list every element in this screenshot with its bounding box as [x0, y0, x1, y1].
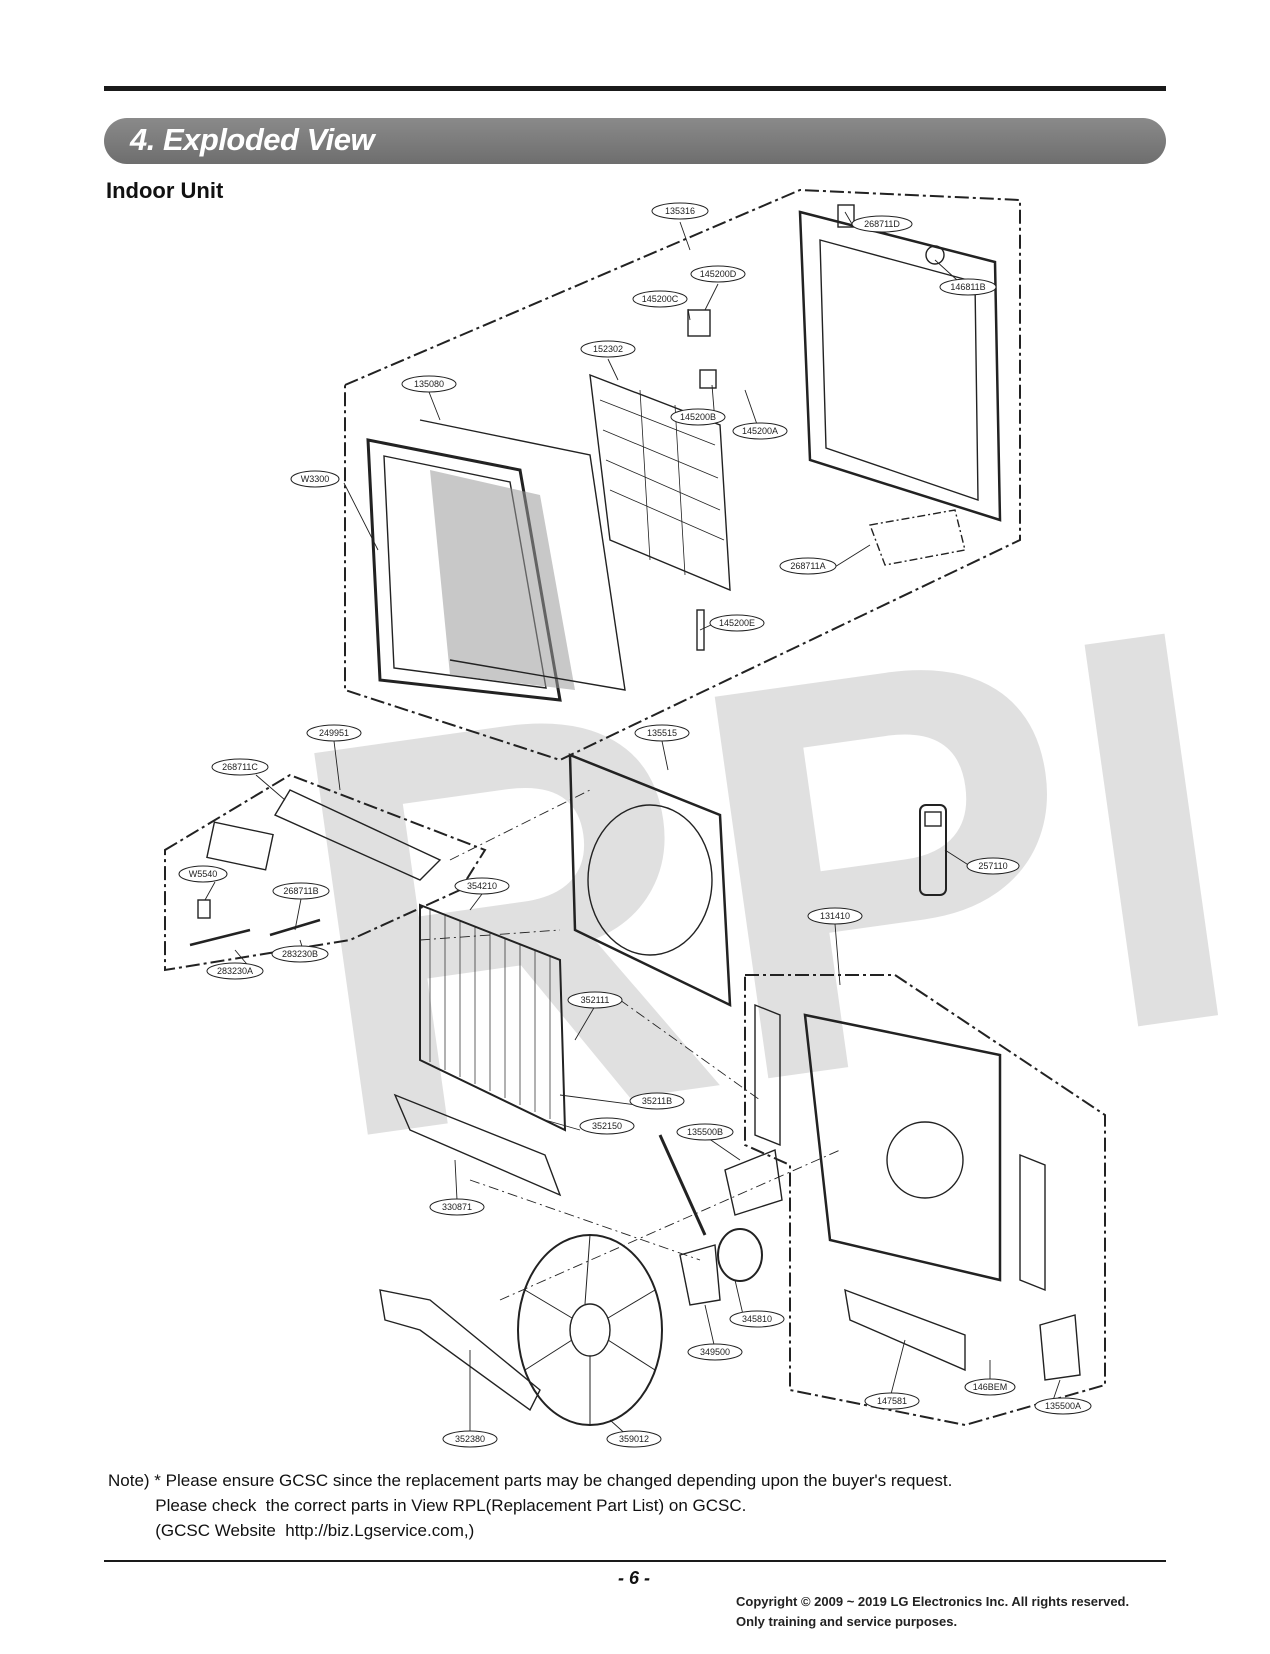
exploded-view-diagram: RPI: [164, 188, 1270, 1448]
callout-135080: 135080: [414, 379, 444, 389]
shaft: [658, 1134, 707, 1236]
callout-145200a: 145200A: [742, 426, 778, 436]
part-135500a: [1039, 1314, 1081, 1381]
copyright-line: Copyright © 2009 ~ 2019 LG Electronics I…: [736, 1594, 1130, 1609]
callout-147581: 147581: [877, 1396, 907, 1406]
fan-motor: [717, 1228, 763, 1282]
callout-145200d: 145200D: [700, 269, 737, 279]
part-268711d: [837, 204, 855, 228]
callout-145200c: 145200C: [642, 294, 679, 304]
callout-352150: 352150: [592, 1121, 622, 1131]
motor-mount: [886, 1121, 964, 1199]
part-145200d: [687, 309, 711, 337]
callout-146bem: 146BEM: [973, 1382, 1008, 1392]
callout-283230b: 283230B: [282, 949, 318, 959]
heat-exchanger: [419, 903, 567, 1132]
callout-249951: 249951: [319, 728, 349, 738]
control-box: [273, 789, 442, 881]
motor-bracket: [679, 1244, 721, 1306]
watermark: RPI: [260, 508, 1270, 1258]
section-banner: 4. Exploded View: [104, 118, 1166, 164]
callout-352111: 352111: [581, 995, 610, 1005]
fan-shroud: [568, 753, 732, 1008]
rear-frame: [798, 210, 1002, 522]
callout-330871: 330871: [442, 1202, 472, 1212]
side-panel: [754, 1003, 781, 1147]
group-outline-chassis: [744, 974, 1106, 1427]
callout-268711b: 268711B: [283, 886, 318, 896]
callout-352380: 352380: [455, 1434, 485, 1444]
part-145200b: [699, 369, 717, 389]
part-135500b: [724, 1149, 783, 1216]
callout-345810: 345810: [742, 1314, 772, 1324]
part-146811b: [925, 245, 945, 265]
callout-w3300: W3300: [301, 474, 330, 484]
filter: [589, 373, 731, 592]
callout-135515: 135515: [647, 728, 677, 738]
note-line: (GCSC Website http://biz.Lgservice.com,): [108, 1521, 475, 1540]
drain-pan: [393, 1093, 562, 1197]
callout-152302: 152302: [593, 344, 623, 354]
callout-labels: 135316 268711D 145200D 146811B 145200C 1…: [178, 202, 1092, 1448]
callout-268711d: 268711D: [864, 219, 900, 229]
callout-359012: 359012: [619, 1434, 649, 1444]
callout-283230a: 283230A: [217, 966, 253, 976]
side-panel-right: [1019, 1153, 1046, 1292]
callout-131410: 131410: [820, 911, 850, 921]
part-w5540: [197, 899, 211, 919]
part-145200e: [696, 609, 705, 651]
callout-268711a: 268711A: [790, 561, 825, 571]
callout-145200b: 145200B: [680, 412, 716, 422]
bottom-rule: [104, 1560, 1166, 1562]
front-panel: [366, 438, 562, 702]
note: Note) * Please ensure GCSC since the rep…: [108, 1468, 952, 1543]
callout-135316: 135316: [665, 206, 695, 216]
vane: [844, 1288, 966, 1372]
note-line: Please check the correct parts in View R…: [108, 1496, 747, 1515]
callout-146811b: 146811B: [950, 282, 985, 292]
callout-145200e: 145200E: [719, 618, 755, 628]
remote-control: [919, 804, 947, 896]
group-outline-front: [344, 188, 1021, 762]
note-line: Note) * Please ensure GCSC since the rep…: [108, 1471, 953, 1490]
callout-268711c: 268711C: [222, 762, 258, 772]
callout-135500a: 135500A: [1045, 1401, 1081, 1411]
top-rule: [104, 86, 1166, 91]
callout-135500b: 135500B: [687, 1127, 723, 1137]
callout-35211b: 35211B: [642, 1096, 672, 1106]
sensor-wires: [189, 918, 321, 947]
fan-support: [379, 1289, 541, 1412]
copyright-line: Only training and service purposes.: [736, 1614, 958, 1629]
callout-257110: 257110: [978, 861, 1007, 871]
front-panel-image: [430, 470, 575, 690]
callout-w5540: W5540: [189, 869, 218, 879]
subtitle: Indoor Unit: [106, 178, 224, 203]
callout-349500: 349500: [700, 1347, 730, 1357]
part-268711c: [206, 821, 274, 871]
fan-shroud-opening: [587, 804, 713, 956]
base-chassis: [803, 1013, 1002, 1282]
callout-354210: 354210: [467, 881, 497, 891]
section-title: 4. Exploded View: [130, 122, 375, 157]
copyright: Copyright © 2009 ~ 2019 LG Electronics I…: [736, 1592, 1129, 1632]
page-number: - 6 -: [618, 1568, 651, 1588]
